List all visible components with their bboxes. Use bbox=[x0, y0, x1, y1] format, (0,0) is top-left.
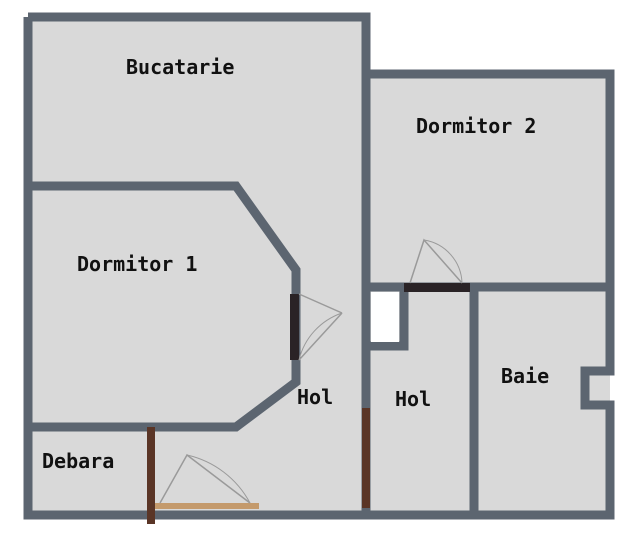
label-debara: Debara bbox=[42, 449, 114, 473]
label-dormitor-1: Dormitor 1 bbox=[77, 252, 197, 276]
door-bedroom1 bbox=[290, 294, 299, 360]
label-dormitor-2: Dormitor 2 bbox=[416, 114, 536, 138]
door-hall bbox=[362, 408, 370, 508]
label-hol-right: Hol bbox=[395, 387, 431, 411]
nook-interior bbox=[371, 292, 399, 342]
label-hol-left: Hol bbox=[297, 385, 333, 409]
door-bedroom1-swing bbox=[298, 293, 343, 361]
door-front bbox=[155, 503, 259, 509]
wall-nook bbox=[366, 282, 409, 351]
doors bbox=[147, 238, 470, 524]
label-bucatarie: Bucatarie bbox=[126, 55, 234, 79]
floor-area bbox=[28, 17, 610, 515]
door-bedroom2 bbox=[404, 283, 470, 292]
door-storage bbox=[147, 427, 155, 524]
label-baie: Baie bbox=[501, 364, 549, 388]
outer-walls bbox=[23, 12, 615, 520]
